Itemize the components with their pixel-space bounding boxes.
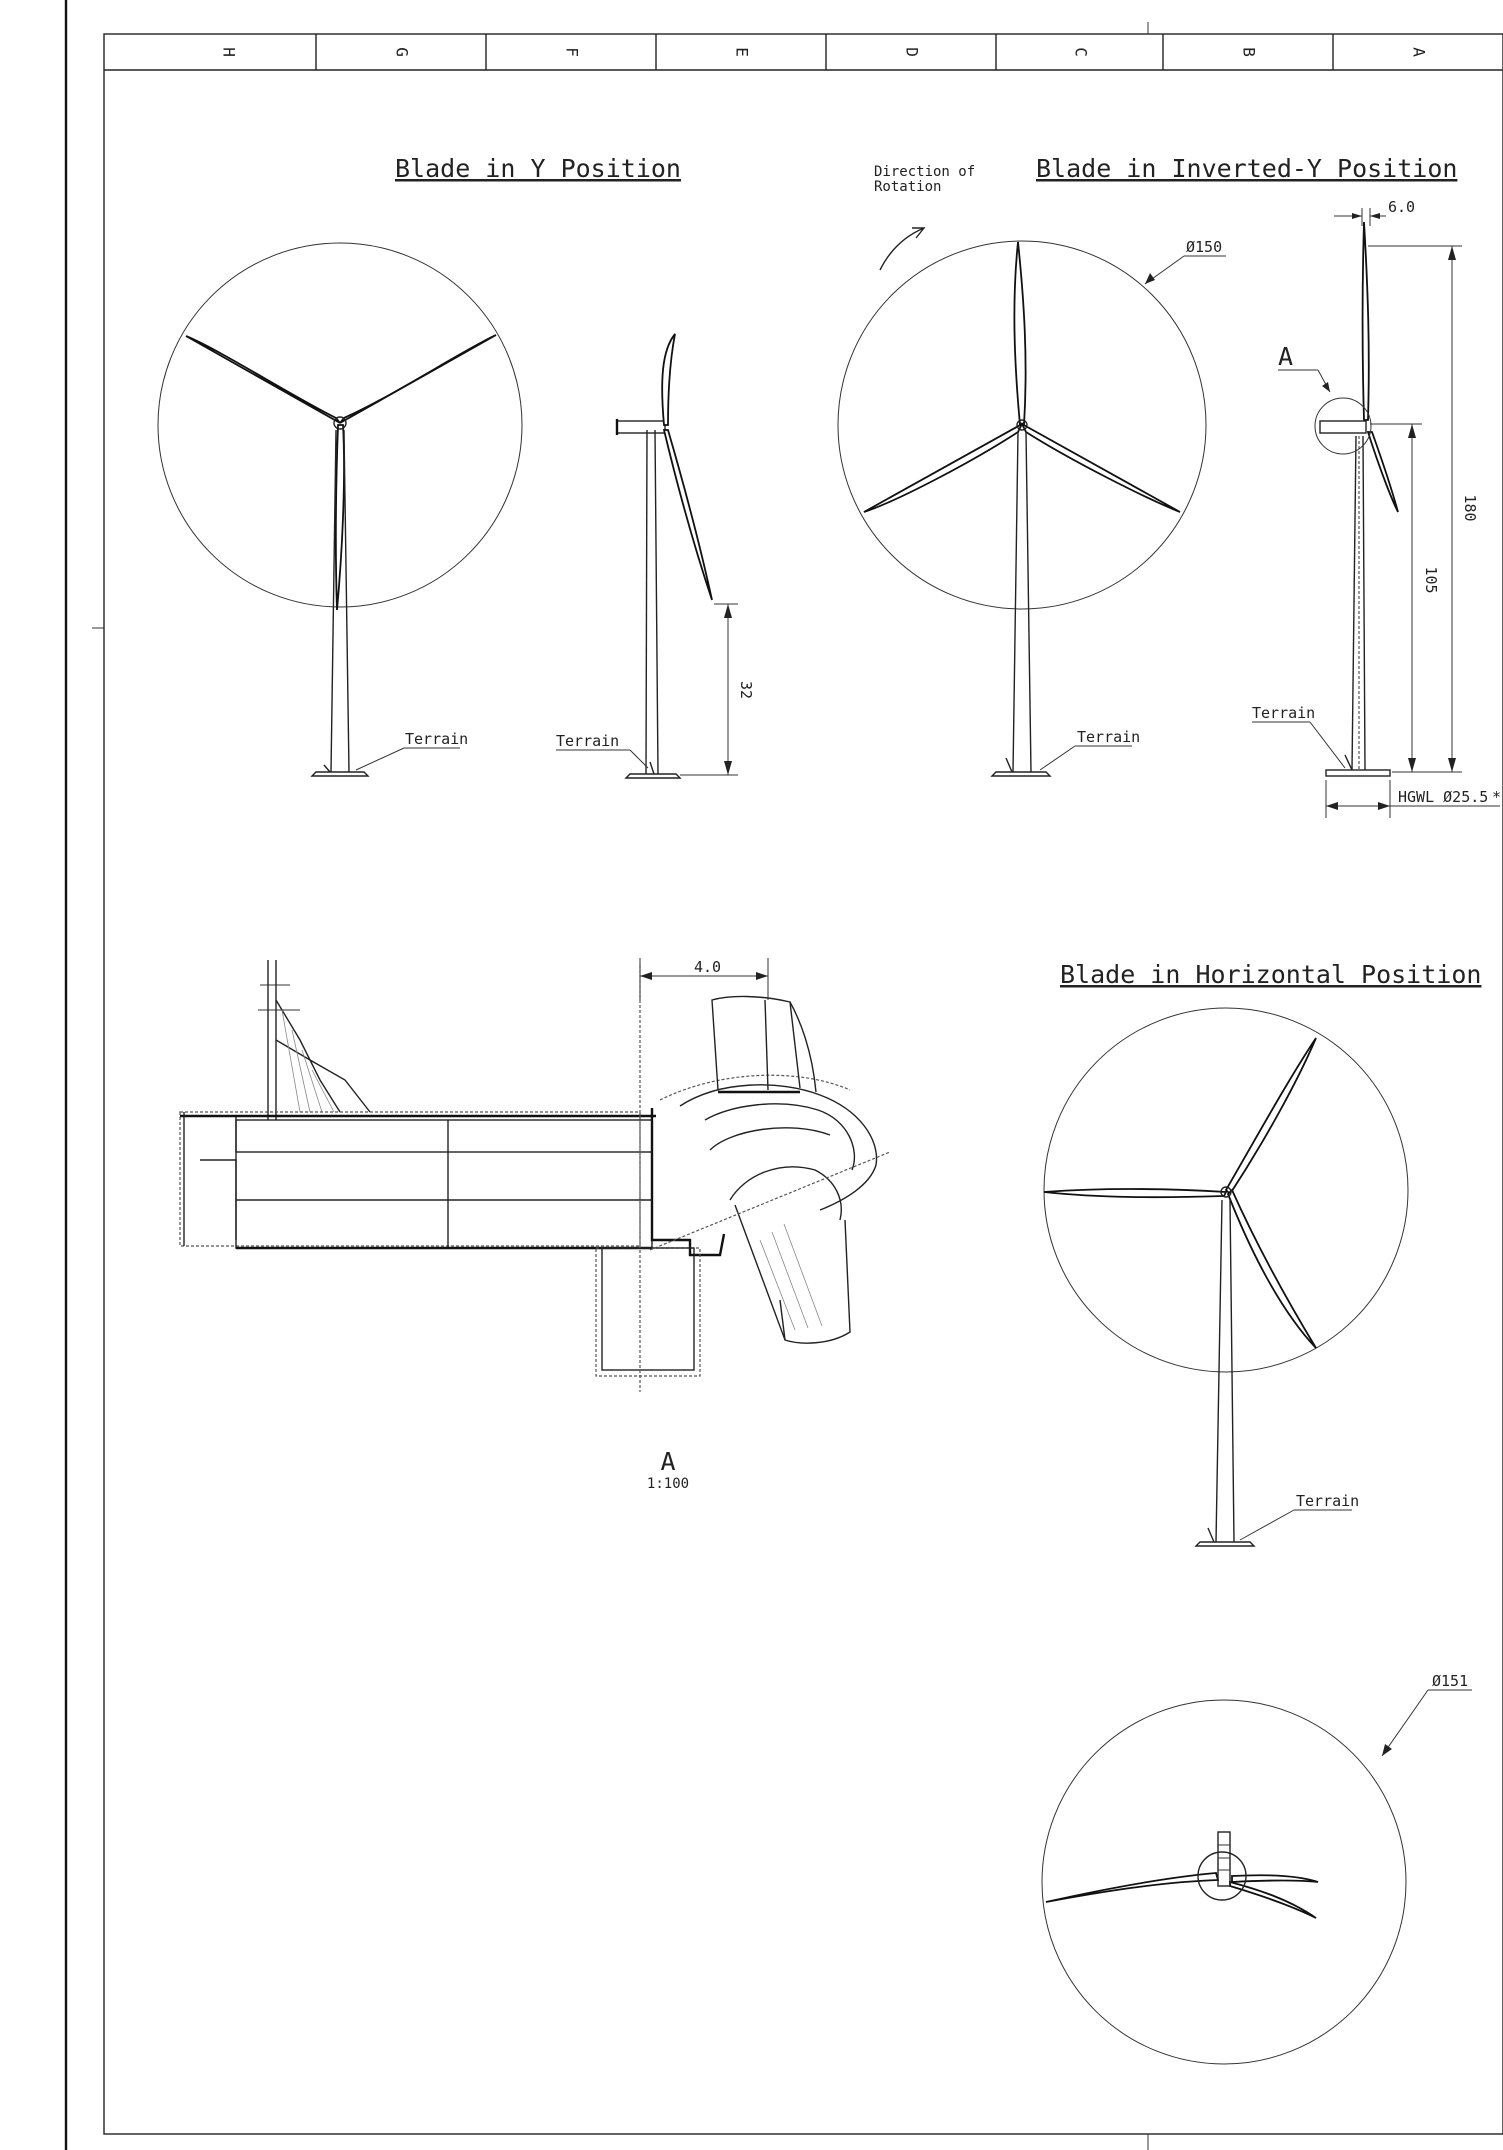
terrain-label-side-dim: Terrain [1252,704,1315,722]
blade-up-side-dim [1361,221,1370,421]
blade-upper-right-horizontal [1224,1037,1317,1196]
zone-labels: H G F E D C B A [220,47,1429,57]
blade-right-lower-top [1229,1880,1317,1919]
terrain-label-side: Terrain [556,732,619,750]
blade-up-inverted-y [1013,241,1027,426]
blade-down-side-dim [1366,431,1399,513]
terrain-label-y: Terrain [405,730,468,748]
sheet-frame [64,0,1503,2150]
detail-scale: 1:100 [647,1476,689,1492]
dimension-foundation: HGWL Ø25.5 [1398,788,1488,806]
blade-left-y [185,335,341,424]
dimension-hub-height: 105 [1422,566,1440,593]
blade-down-side [662,429,713,601]
zone-label-d: D [903,47,922,57]
blade-left-top [1045,1872,1220,1903]
blade-right-top [1231,1874,1319,1883]
rotor-circle-y [157,242,523,608]
view-title-y-position: Blade in Y Position [395,154,681,183]
blade-left-horizontal [1043,1188,1228,1199]
zone-label-e: E [733,47,752,57]
rotor-circle-horizontal [1043,1007,1409,1373]
detail-marker-a: A [1278,342,1293,371]
view-inverted-y-position: Direction of Rotation Blade in Inverted-… [837,154,1457,777]
direction-rotation-line1: Direction of [874,164,975,180]
dimension-detail-offset: 4.0 [694,958,721,976]
nacelle-top [1217,1831,1231,1887]
dimension-blade-offset: 6.0 [1388,198,1415,216]
dimension-foundation-suffix: * [1492,788,1501,806]
zone-label-f: F [563,47,582,57]
view-top: Ø151 [1041,1672,1472,2065]
zone-label-c: C [1072,47,1091,57]
blade-right-inverted-y [1019,421,1181,513]
rotor-circle-inverted-y [837,240,1207,610]
view-title-horizontal-position: Blade in Horizontal Position [1060,960,1481,989]
view-side-dimensioned: A Terrain 6.0 180 105 [1252,198,1501,818]
nacelle-side [616,420,666,434]
view-title-inverted-y-position: Blade in Inverted-Y Position [1036,154,1457,183]
zone-label-b: B [1240,47,1259,57]
terrain-label-inverted-y: Terrain [1077,728,1140,746]
detail-a-nacelle: 4.0 A 1:100 [179,958,891,1492]
blade-left-inverted-y [863,421,1025,513]
detail-circle-a [1314,397,1372,455]
blade-right-y [339,334,497,424]
terrain-label-horizontal: Terrain [1296,1492,1359,1510]
blade-down-y [335,424,345,611]
view-y-position: Blade in Y Position Terrain [157,154,681,777]
zone-label-g: G [393,47,412,57]
view-side: Terrain 32 [556,333,755,779]
nacelle-side-dim [1319,420,1367,434]
dimension-ground-clearance: 32 [737,681,755,699]
dimension-tip-height: 180 [1461,494,1479,521]
zone-label-a: A [1410,47,1429,57]
blade-up-side [661,333,676,426]
detail-label: A [660,1447,675,1476]
rotation-arrow [879,227,925,271]
dimension-rotor-diameter-top: Ø151 [1432,1672,1468,1690]
blade-lower-right-horizontal [1226,1188,1317,1349]
direction-rotation-line2: Rotation [874,179,941,195]
dimension-rotor-diameter: Ø150 [1186,238,1222,256]
rotor-circle-top [1041,1699,1407,2065]
view-horizontal-position: Blade in Horizontal Position Terrain [1043,960,1481,1547]
zone-label-h: H [220,47,239,57]
